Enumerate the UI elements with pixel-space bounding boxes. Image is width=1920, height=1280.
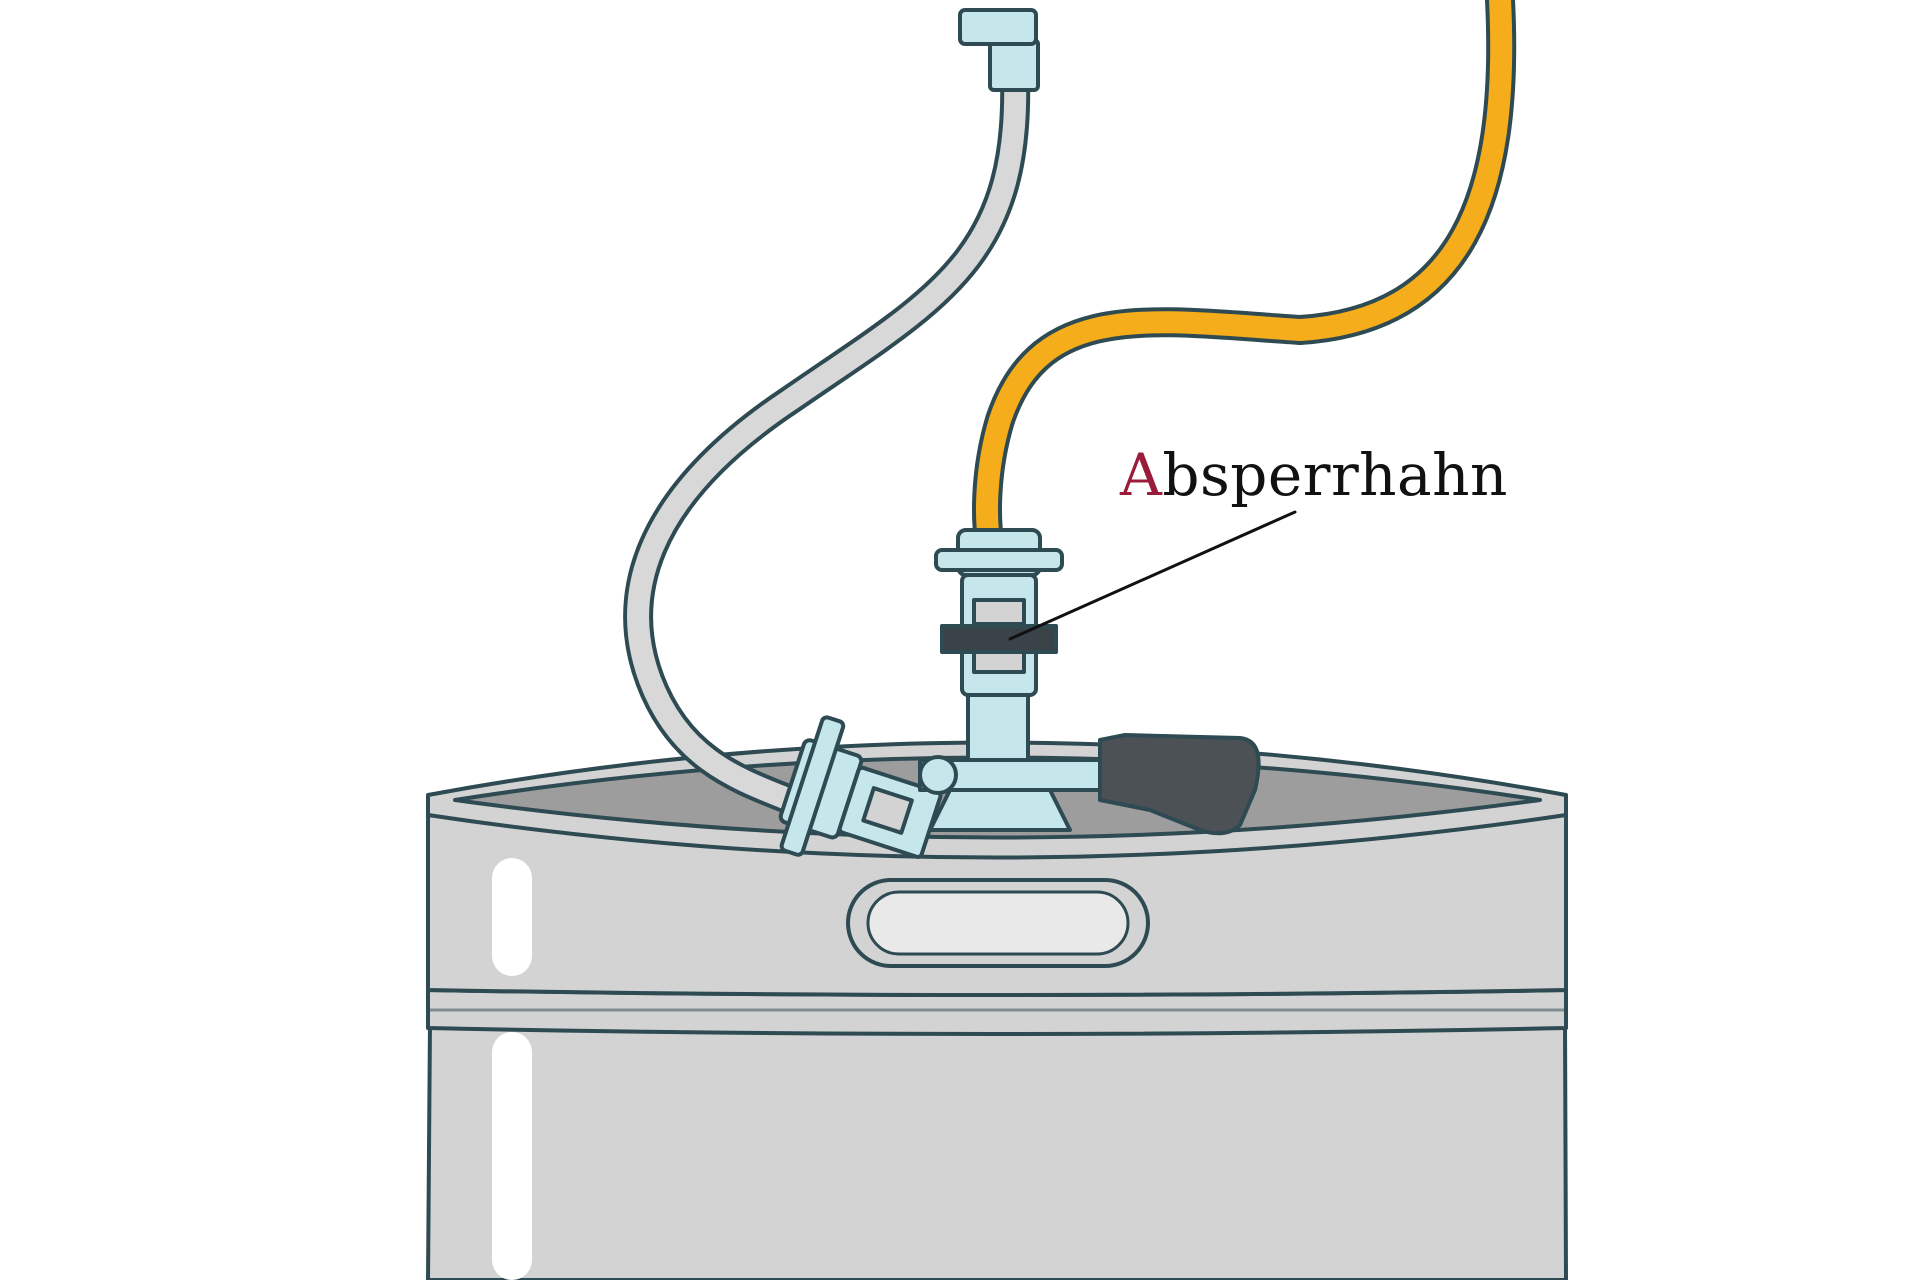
keg-coupler: [778, 528, 1261, 859]
callout-label-initial: A: [1120, 441, 1163, 509]
keg-lower-body: [426, 1020, 1568, 1280]
valve-band: [940, 624, 1058, 654]
keg-highlight-lower: [492, 1032, 532, 1280]
callout-leader-line: [1008, 510, 1297, 641]
coupler-body: [928, 788, 1072, 832]
coupler-handle: [1098, 733, 1261, 836]
gas-inlet-fitting: [778, 715, 943, 859]
keg: [426, 740, 1568, 1280]
keg-highlight: [492, 858, 532, 976]
callout-label: Absperrhahn: [1120, 440, 1508, 510]
gas-hose: [623, 8, 1040, 815]
callout-label-rest: bsperrhahn: [1162, 441, 1508, 509]
shutoff-valve: [934, 528, 1064, 697]
beer-hose: [972, 0, 1517, 560]
